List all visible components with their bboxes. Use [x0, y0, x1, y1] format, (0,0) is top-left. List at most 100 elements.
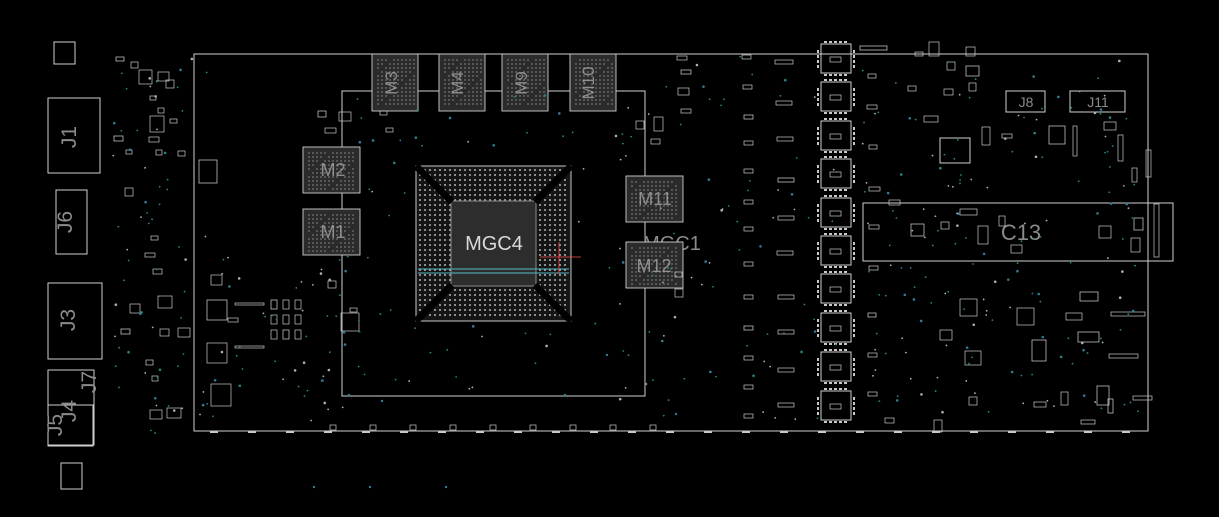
memory-ball [667, 255, 669, 257]
regulator-bottom-pad [824, 151, 827, 153]
bga-ball [548, 273, 552, 277]
regulator-bottom-pad [839, 266, 842, 268]
memory-ball [603, 63, 605, 65]
memory-ball [409, 59, 411, 61]
pcb-via [888, 244, 891, 247]
bga-ball [443, 203, 447, 207]
regulator-bottom-pad [844, 343, 847, 345]
memory-ball [515, 95, 517, 97]
memory-ball [393, 71, 395, 73]
pcb-via [624, 386, 627, 389]
bga-ball [438, 263, 442, 267]
memory-ball [340, 152, 342, 154]
pcb-via [112, 154, 115, 157]
regulator-bottom-pad [829, 421, 832, 423]
pcb-component [742, 84, 753, 90]
pcb-via [323, 401, 327, 405]
memory-ball [643, 217, 645, 219]
regulator-left-pad [817, 407, 819, 410]
memory-ball [631, 255, 633, 257]
regulator-bottom-pad [824, 112, 827, 114]
memory-ball [603, 59, 605, 61]
pcb-component [674, 271, 683, 278]
pcb-component [674, 288, 684, 298]
memory-ball [643, 197, 645, 199]
memory-ball [332, 168, 334, 170]
pcb-via [167, 405, 170, 407]
memory-ball [393, 59, 395, 61]
pcb-via [468, 387, 471, 390]
memory-ball [389, 71, 391, 73]
pcb-via [127, 350, 130, 354]
regulator-right-pad [853, 103, 855, 106]
bottom-edge-pad [248, 431, 256, 433]
pcb-via [125, 87, 128, 90]
pcb-via [136, 129, 139, 132]
bga-ball [418, 248, 422, 252]
pcb-via [875, 332, 878, 335]
bga-ball [433, 283, 437, 287]
pcb-component [907, 85, 917, 92]
pcb-via [751, 73, 754, 76]
memory-ball [472, 99, 474, 101]
memory-ball [507, 67, 509, 69]
pcb-component [939, 329, 953, 341]
memory-ball [519, 99, 521, 101]
pcb-via [120, 129, 123, 132]
memory-ball [543, 75, 545, 77]
bga-ball [438, 213, 442, 217]
pcb-component [1108, 353, 1139, 359]
memory-ball [643, 283, 645, 285]
pcb-via [1127, 313, 1130, 316]
memory-ball [539, 91, 541, 93]
pcb-via [1127, 207, 1130, 210]
memory-ball [667, 283, 669, 285]
regulator-top-pad [829, 118, 832, 120]
bga-ball [543, 313, 547, 317]
memory-ball [344, 184, 346, 186]
bga-ball [558, 168, 562, 172]
memory-ball [515, 63, 517, 65]
memory-ball [667, 259, 669, 261]
bga-ball [558, 253, 562, 257]
pcb-via [1123, 403, 1126, 406]
memory-ball [320, 152, 322, 154]
bga-ball [458, 298, 462, 302]
memory-ball [312, 188, 314, 190]
memory-ball [397, 75, 399, 77]
bga-ball [498, 298, 502, 302]
bga-ball [518, 288, 522, 292]
connector-j1-label: J1 [58, 126, 81, 148]
regulator-left-pad [817, 103, 819, 106]
memory-ball [675, 283, 677, 285]
memory-ball [659, 263, 661, 265]
bga-ball [438, 238, 442, 242]
pcb-via [389, 308, 392, 311]
bga-ball [548, 178, 552, 182]
memory-ball [316, 242, 318, 244]
pcb-via [913, 286, 916, 289]
pcb-component [282, 329, 290, 340]
pcb-component [650, 138, 661, 145]
regulator-right-pad [853, 180, 855, 183]
regulator-bottom-pad [834, 304, 837, 306]
bga-ball [508, 298, 512, 302]
memory-ball [583, 63, 585, 65]
memory-ball [635, 197, 637, 199]
memory-ball [460, 71, 462, 73]
regulator-top-pad [844, 156, 847, 158]
bga-ball [458, 288, 462, 292]
memory-ball [344, 156, 346, 158]
memory-ball [579, 59, 581, 61]
pcb-component [1010, 244, 1023, 254]
bga-ball [488, 298, 492, 302]
bga-ball [478, 183, 482, 187]
memory-ball [308, 156, 310, 158]
memory-ball [456, 83, 458, 85]
memory-ball [381, 63, 383, 65]
regulator-center-pad [829, 403, 842, 410]
pcb-via [358, 140, 362, 144]
bga-ball [543, 198, 547, 202]
